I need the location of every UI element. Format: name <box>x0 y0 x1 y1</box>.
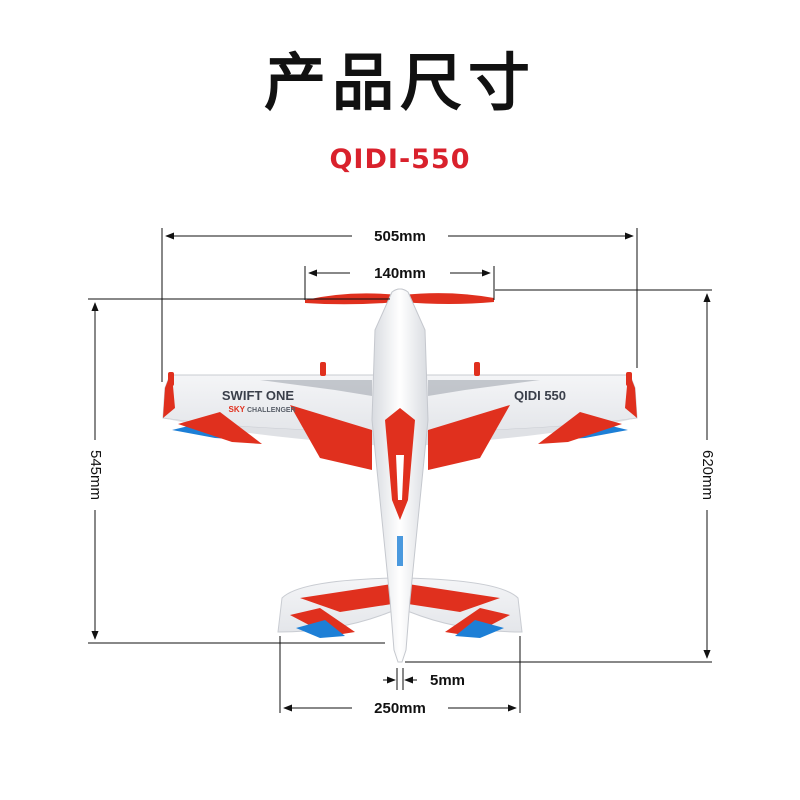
tail-gap-label: 5mm <box>430 672 465 689</box>
dimension-wingspan: 505mm <box>161 228 638 382</box>
model-name: QIDI-550 <box>329 144 471 175</box>
airplane-illustration: SWIFT ONE SKY CHALLENGER QIDI 550 <box>162 288 638 663</box>
dimension-propeller: 140mm <box>304 265 495 300</box>
fuselage <box>371 288 429 663</box>
dimension-length-right: 620mm <box>405 289 716 663</box>
wing-brand-label: SWIFT ONE <box>222 388 295 403</box>
stabilizer-span-label: 250mm <box>374 700 426 717</box>
dimension-stabilizer: 250mm <box>279 636 521 717</box>
total-length-label: 620mm <box>699 450 716 500</box>
wing-sub-label: CHALLENGER <box>247 407 296 414</box>
propeller-label: 140mm <box>374 265 426 282</box>
wing-model-label: QIDI 550 <box>514 388 566 403</box>
wingspan-label: 505mm <box>374 228 426 245</box>
page-title: 产品尺寸 <box>263 46 536 119</box>
wing-sub-highlight: SKY <box>229 405 246 414</box>
dimension-tail-gap: 5mm <box>383 668 465 690</box>
dimension-length-left: 545mm <box>87 298 390 644</box>
fuselage-length-label: 545mm <box>87 450 104 500</box>
